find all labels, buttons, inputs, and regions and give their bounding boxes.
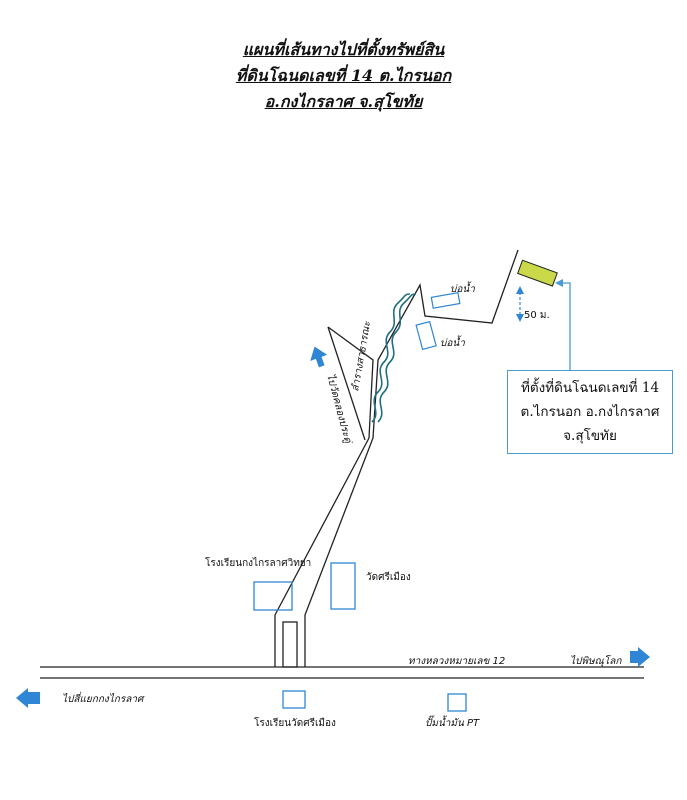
label-canal: ลำรางสาธารณะ: [349, 320, 373, 393]
label-to-wat-khlong: ไปวัดคลองประดู่: [324, 373, 354, 446]
label-school-kong: โรงเรียนกงไกรลาศวิทยา: [205, 556, 311, 569]
side-road: [274, 249, 519, 668]
callout-line-2: ต.ไกรนอก อ.กงไกรลาศ: [520, 404, 660, 420]
label-to-kong-intersection: ไปสี่แยกกงไกรลาศ: [62, 691, 145, 705]
callout-line-1: ที่ตั้งที่ดินโฉนดเลขที่ 14: [520, 380, 660, 396]
map-title-line-1: แผนที่เส้นทางไปที่ตั้งทรัพย์สิน: [242, 40, 445, 59]
label-gas-station: ปั๊มน้ำมัน PT: [425, 715, 480, 729]
map-title-line-2: ที่ดินโฉนดเลขที่ 14 ต.ไกรนอก: [235, 66, 452, 85]
gas-station-building: [447, 693, 467, 712]
distance-marker: [516, 286, 524, 322]
label-pond-middle: บ่อน้ำ: [440, 335, 465, 349]
label-wat-si-mueang: วัดศรีเมือง: [366, 571, 411, 583]
public-canal: [371, 293, 417, 423]
arrow-to-phitsanulok-icon: [630, 647, 650, 667]
property-location-callout: ที่ตั้งที่ดินโฉนดเลขที่ 14 ต.ไกรนอก อ.กง…: [507, 370, 673, 454]
pond-middle: [415, 320, 437, 351]
arrow-to-kong-intersection-icon: [16, 688, 40, 708]
callout-pointer: [555, 279, 571, 370]
school-kong-building: [253, 581, 293, 611]
arrow-to-wat-khlong-icon: [310, 346, 328, 368]
pond-top: [430, 291, 461, 309]
wat-si-mueang-building: [330, 562, 356, 610]
label-pond-top: บ่อน้ำ: [450, 281, 475, 295]
label-to-phitsanulok: ไปพิษณุโลก: [570, 655, 622, 667]
label-distance: 50 ม.: [524, 310, 550, 321]
label-highway-12: ทางหลวงหมายเลข 12: [408, 656, 505, 667]
label-school-wat: โรงเรียนวัดศรีเมือง: [254, 716, 336, 729]
school-wat-building: [282, 690, 306, 709]
branch-road: [327, 326, 366, 441]
map-title-line-3: อ.กงไกรลาศ จ.สุโขทัย: [264, 92, 423, 111]
callout-line-3: จ.สุโขทัย: [563, 428, 617, 444]
property-plot: [517, 259, 558, 287]
